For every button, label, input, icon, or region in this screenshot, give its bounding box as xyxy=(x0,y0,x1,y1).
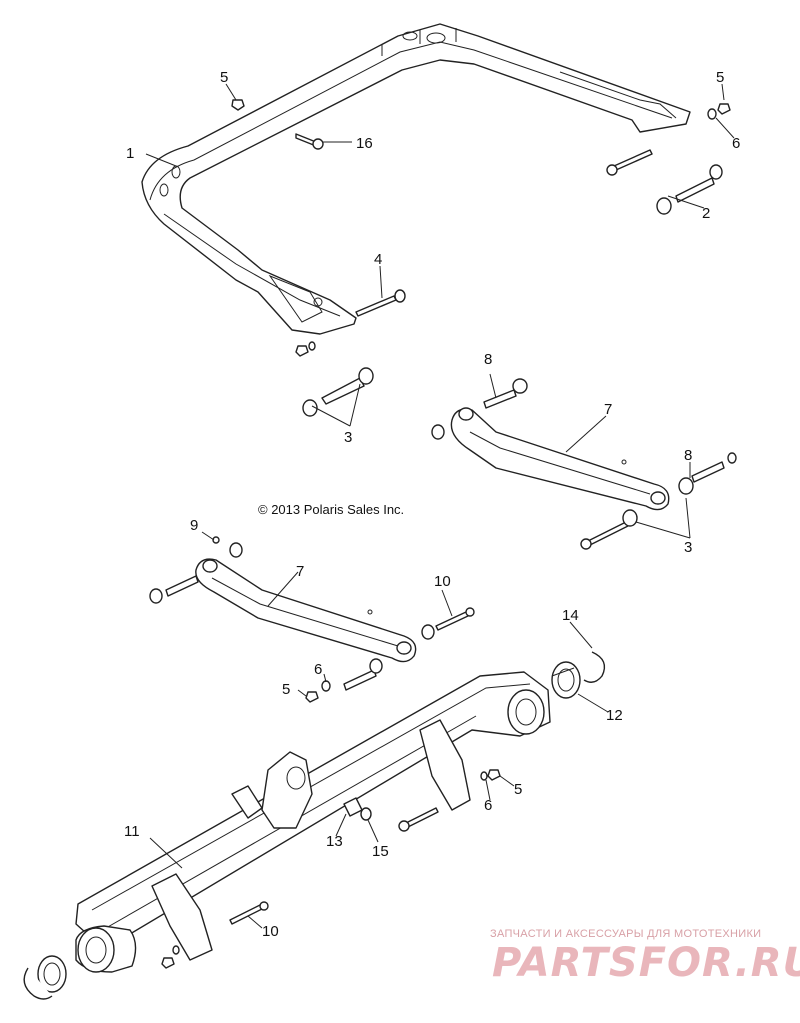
callout-13: 13 xyxy=(326,833,343,850)
callout-6-right: 6 xyxy=(732,135,740,152)
circlip-14 xyxy=(583,651,606,683)
callout-10-lower: 10 xyxy=(262,923,279,940)
callout-8-upper: 8 xyxy=(484,351,492,368)
callout-5-right: 5 xyxy=(716,69,724,86)
callout-14: 14 xyxy=(562,607,579,624)
callout-8-right: 8 xyxy=(684,447,692,464)
callout-5-top: 5 xyxy=(220,69,228,86)
bearing-12 xyxy=(551,661,581,699)
callouts: 1 5 16 5 6 2 4 3 8 7 8 3 9 7 10 14 6 5 1… xyxy=(124,69,740,940)
callout-7-upper: 7 xyxy=(604,401,612,418)
callout-5-lower: 5 xyxy=(514,781,522,798)
callout-9: 9 xyxy=(190,517,198,534)
nut-5-top xyxy=(231,99,245,111)
watermark-tagline: ЗАПЧАСТИ И АКСЕССУАРЫ ДЛЯ МОТОТЕХНИКИ xyxy=(490,928,762,940)
copyright-text: © 2013 Polaris Sales Inc. xyxy=(258,502,405,517)
control-arm-7-upper xyxy=(450,407,670,511)
callout-2: 2 xyxy=(702,205,710,222)
nut-washer-cross xyxy=(480,769,501,781)
callout-3-left: 3 xyxy=(344,429,352,446)
bushing-2 xyxy=(656,164,723,215)
nut-washer-right xyxy=(707,103,731,120)
nut-washer-frame xyxy=(295,341,316,357)
pin-lower-mid xyxy=(305,658,383,703)
callout-16: 16 xyxy=(356,135,373,152)
bushing-9 xyxy=(212,536,243,558)
leader-lines xyxy=(145,83,735,929)
nut-lower-left xyxy=(161,945,180,969)
bolt-16 xyxy=(295,133,324,150)
bushing-left-arm-upper xyxy=(431,424,445,440)
callout-4: 4 xyxy=(374,251,382,268)
bolt-3-right xyxy=(580,509,638,550)
callout-10-mid: 10 xyxy=(434,573,451,590)
callout-12: 12 xyxy=(606,707,623,724)
callout-15: 15 xyxy=(372,843,389,860)
circlip-left xyxy=(23,967,53,1000)
bushing-3-left xyxy=(302,367,374,417)
callout-7-lower: 7 xyxy=(296,563,304,580)
ring-15 xyxy=(360,807,372,821)
pin-8-upper xyxy=(483,378,528,409)
callout-11: 11 xyxy=(124,823,140,840)
control-arm-7-lower xyxy=(195,558,417,663)
pin-lower-left xyxy=(149,575,199,604)
pin-8-right xyxy=(678,452,737,495)
cross-member-11 xyxy=(75,671,551,973)
watermark-logo: PARTSFOR.RU xyxy=(492,940,800,986)
bearing-left xyxy=(37,955,67,993)
callout-5-mid: 5 xyxy=(282,681,290,698)
callout-3-right: 3 xyxy=(684,539,692,556)
bolt-cross-mid xyxy=(398,807,439,832)
bolt-4 xyxy=(355,289,406,317)
callout-1: 1 xyxy=(126,145,134,162)
callout-6-lower: 6 xyxy=(484,797,492,814)
callout-6-mid: 6 xyxy=(314,661,322,678)
bolt-10-mid xyxy=(421,607,475,640)
bolt-right-upper xyxy=(606,149,653,176)
bolt-10-lower xyxy=(229,901,269,925)
